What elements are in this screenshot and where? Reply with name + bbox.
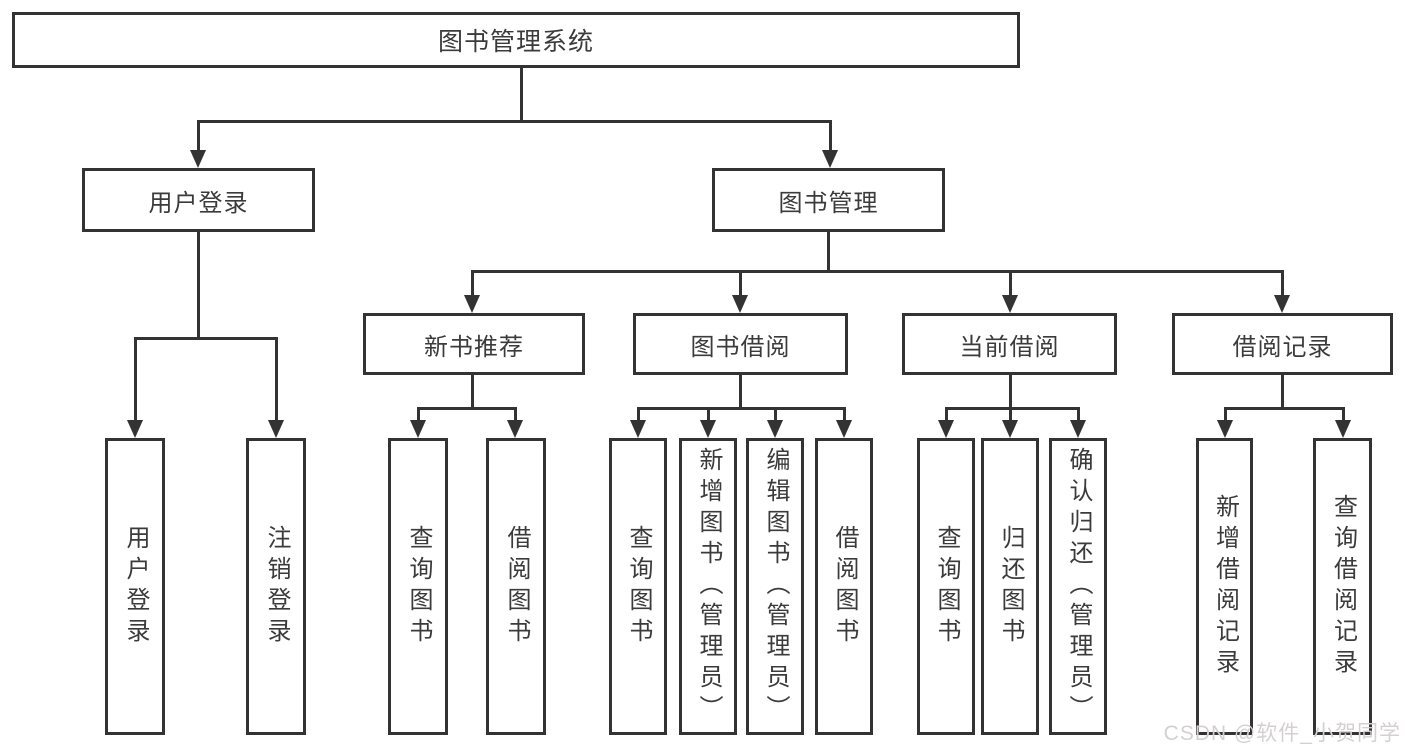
leaf-return-books-label: 归还图书 [997, 524, 1024, 649]
leaf-add-books-admin: 新增图书（管理员） [679, 438, 737, 735]
connector-line [945, 407, 1079, 410]
node-book-borrow-label: 图书借阅 [690, 333, 791, 361]
node-book-borrow: 图书借阅 [633, 313, 848, 375]
arrowhead-down-icon [507, 420, 523, 438]
node-root-label: 图书管理系统 [437, 28, 594, 56]
arrowhead-down-icon [1335, 420, 1351, 438]
connector-line [1342, 407, 1345, 420]
node-new-book-recommend: 新书推荐 [363, 313, 585, 375]
node-current-borrow: 当前借阅 [902, 313, 1117, 375]
leaf-query-books-current-label: 查询图书 [933, 524, 960, 649]
leaf-query-books-borrow: 查询图书 [609, 438, 667, 735]
leaf-add-books-admin-label: 新增图书（管理员） [695, 447, 722, 726]
arrowhead-down-icon [268, 420, 284, 438]
node-new-book-recommend-label: 新书推荐 [424, 333, 524, 361]
node-borrow-records: 借阅记录 [1172, 313, 1393, 375]
node-current-borrow-label: 当前借阅 [959, 333, 1060, 361]
connector-line [197, 120, 200, 152]
connector-line [197, 232, 200, 337]
connector-line [1009, 375, 1012, 407]
node-root: 图书管理系统 [12, 12, 1020, 68]
connector-line [134, 337, 137, 420]
leaf-confirm-return-admin: 确认归还（管理员） [1049, 438, 1107, 735]
connector-line [1224, 407, 1344, 410]
arrowhead-down-icon [190, 150, 206, 168]
connector-line [514, 407, 517, 420]
node-book-management: 图书管理 [712, 168, 945, 232]
connector-line [637, 407, 845, 410]
leaf-query-books-borrow-label: 查询图书 [625, 524, 652, 649]
leaf-user-login-label: 用户登录 [122, 524, 149, 649]
leaf-add-borrow-record-label: 新增借阅记录 [1211, 493, 1239, 680]
connector-line [1224, 407, 1227, 420]
leaf-query-borrow-record: 查询借阅记录 [1313, 438, 1372, 735]
connector-line [197, 120, 832, 123]
arrowhead-down-icon [700, 420, 716, 438]
connector-line [707, 407, 710, 420]
connector-line [1281, 375, 1284, 407]
leaf-confirm-return-admin-label: 确认归还（管理员） [1065, 447, 1092, 726]
arrowhead-down-icon [1002, 295, 1018, 313]
leaf-borrow-books-label: 借阅图书 [831, 524, 858, 649]
node-user-login: 用户登录 [82, 168, 315, 232]
arrowhead-down-icon [1274, 295, 1290, 313]
node-book-management-label: 图书管理 [778, 189, 879, 217]
leaf-logout-label: 注销登录 [263, 524, 290, 649]
connector-line [471, 375, 474, 407]
connector-line [827, 232, 830, 270]
leaf-edit-books-admin-label: 编辑图书（管理员） [762, 447, 789, 726]
connector-line [520, 68, 523, 120]
connector-line [774, 407, 777, 420]
connector-line [1281, 270, 1284, 295]
arrowhead-down-icon [938, 420, 954, 438]
connector-line [739, 270, 742, 295]
arrowhead-down-icon [1217, 420, 1233, 438]
leaf-user-login: 用户登录 [105, 438, 165, 735]
leaf-borrow-books-recommend: 借阅图书 [486, 438, 546, 735]
connector-line [471, 270, 1283, 273]
connector-line [471, 270, 474, 295]
leaf-borrow-books: 借阅图书 [815, 438, 873, 735]
connector-line [417, 407, 516, 410]
leaf-edit-books-admin: 编辑图书（管理员） [746, 438, 804, 735]
arrowhead-down-icon [822, 150, 838, 168]
arrowhead-down-icon [127, 420, 143, 438]
connector-line [739, 375, 742, 407]
node-user-login-label: 用户登录 [148, 189, 249, 217]
connector-line [134, 337, 277, 340]
connector-line [1009, 270, 1012, 295]
arrowhead-down-icon [732, 295, 748, 313]
arrowhead-down-icon [464, 295, 480, 313]
node-borrow-records-label: 借阅记录 [1232, 333, 1333, 361]
connector-line [1009, 407, 1012, 420]
arrowhead-down-icon [410, 420, 426, 438]
leaf-query-books-recommend-label: 查询图书 [405, 524, 432, 649]
leaf-return-books: 归还图书 [981, 438, 1039, 735]
connector-line [417, 407, 420, 420]
connector-line [1077, 407, 1080, 420]
connector-line [275, 337, 278, 420]
connector-line [945, 407, 948, 420]
connector-line [829, 120, 832, 152]
leaf-query-books-recommend: 查询图书 [388, 438, 448, 735]
arrowhead-down-icon [767, 420, 783, 438]
arrowhead-down-icon [630, 420, 646, 438]
csdn-watermark: CSDN @软件_小贺同学 [1163, 722, 1401, 745]
arrowhead-down-icon [836, 420, 852, 438]
leaf-logout: 注销登录 [246, 438, 306, 735]
leaf-borrow-books-recommend-label: 借阅图书 [503, 524, 530, 649]
connector-line [843, 407, 846, 420]
leaf-query-books-current: 查询图书 [917, 438, 975, 735]
arrowhead-down-icon [1002, 420, 1018, 438]
leaf-add-borrow-record: 新增借阅记录 [1196, 438, 1253, 735]
arrowhead-down-icon [1070, 420, 1086, 438]
leaf-query-borrow-record-label: 查询借阅记录 [1329, 493, 1357, 680]
connector-line [637, 407, 640, 420]
